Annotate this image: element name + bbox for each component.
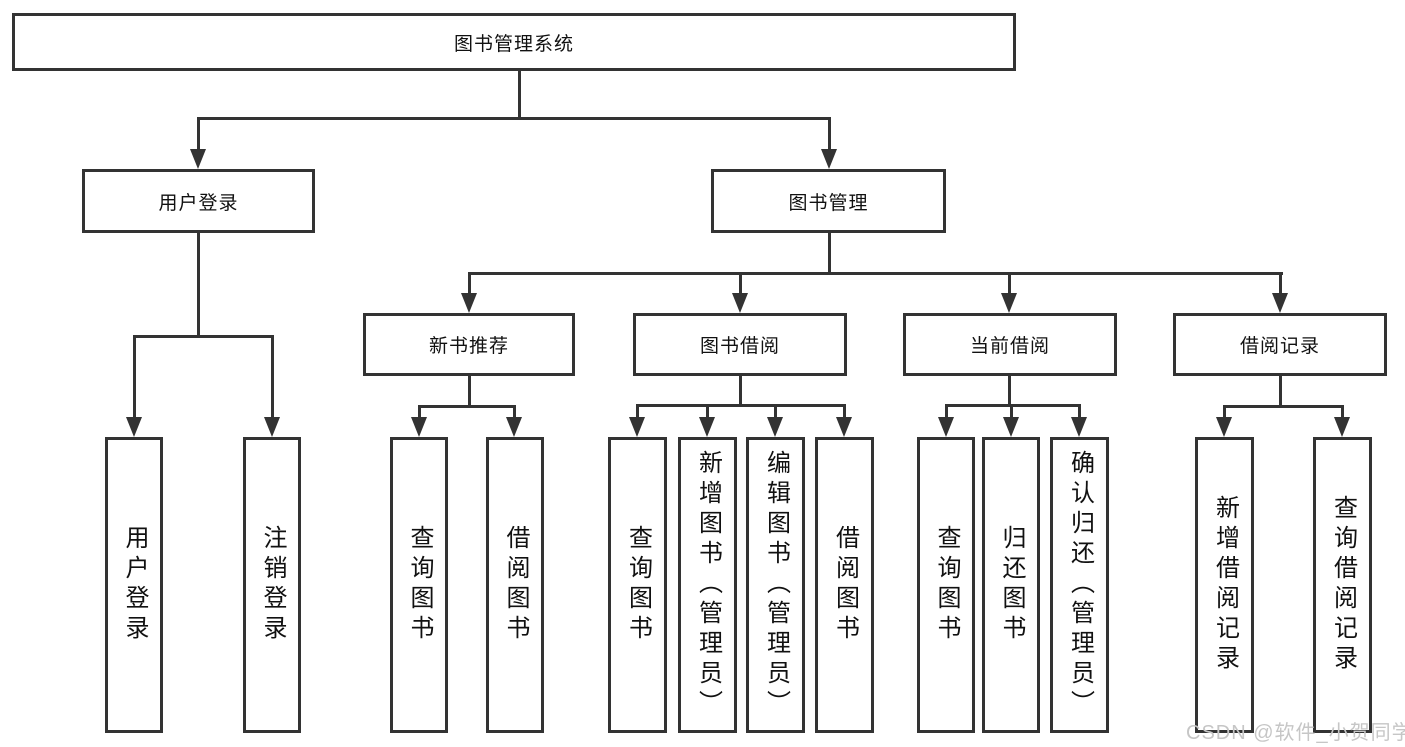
leaf-logout: 注销登录 bbox=[243, 437, 301, 733]
connector-line bbox=[271, 335, 274, 419]
connector-line bbox=[636, 404, 639, 419]
connector-line bbox=[197, 233, 200, 337]
node-borrowing-records: 借阅记录 bbox=[1173, 313, 1387, 376]
connector-line bbox=[739, 376, 742, 406]
connector-line bbox=[133, 335, 274, 338]
connector-line bbox=[828, 233, 831, 275]
leaf-add-borrow-record: 新增借阅记录 bbox=[1195, 437, 1254, 733]
arrow-down-icon bbox=[1071, 417, 1087, 437]
node-library-system: 图书管理系统 bbox=[12, 13, 1016, 71]
node-book-borrowing: 图书借阅 bbox=[633, 313, 847, 376]
arrow-down-icon bbox=[699, 417, 715, 437]
arrow-down-icon bbox=[629, 417, 645, 437]
connector-line bbox=[133, 335, 136, 419]
arrow-down-icon bbox=[1216, 417, 1232, 437]
arrow-down-icon bbox=[461, 293, 477, 313]
connector-line bbox=[468, 272, 471, 296]
connector-line bbox=[739, 272, 742, 296]
connector-line bbox=[774, 404, 777, 419]
connector-line bbox=[1279, 376, 1282, 407]
arrow-down-icon bbox=[1003, 417, 1019, 437]
leaf-query-books-current-label: 查询图书 bbox=[933, 525, 960, 645]
arrow-down-icon bbox=[126, 417, 142, 437]
arrow-down-icon bbox=[506, 417, 522, 437]
connector-line bbox=[636, 404, 845, 407]
connector-line bbox=[1078, 404, 1081, 419]
connector-line bbox=[468, 272, 1283, 275]
connector-line bbox=[1010, 404, 1013, 419]
leaf-borrow-books-recommend: 借阅图书 bbox=[486, 437, 544, 733]
connector-line bbox=[418, 405, 516, 408]
connector-line bbox=[1008, 272, 1011, 296]
leaf-edit-books-admin-label: 编辑图书（管理员） bbox=[762, 450, 790, 720]
arrow-down-icon bbox=[821, 149, 837, 169]
node-new-book-recommend-label: 新书推荐 bbox=[428, 336, 509, 357]
connector-line bbox=[1223, 405, 1343, 408]
leaf-borrow-books-borrowing: 借阅图书 bbox=[815, 437, 874, 733]
arrow-down-icon bbox=[938, 417, 954, 437]
leaf-borrow-books-borrowing-label: 借阅图书 bbox=[831, 525, 859, 645]
arrow-down-icon bbox=[767, 417, 783, 437]
leaf-add-books-admin-label: 新增图书（管理员） bbox=[694, 450, 722, 720]
node-user-login: 用户登录 bbox=[82, 169, 315, 233]
connector-line bbox=[843, 404, 846, 419]
arrow-down-icon bbox=[1272, 293, 1288, 313]
leaf-edit-books-admin: 编辑图书（管理员） bbox=[746, 437, 805, 733]
arrow-down-icon bbox=[836, 417, 852, 437]
connector-line bbox=[828, 117, 831, 151]
arrow-down-icon bbox=[1334, 417, 1350, 437]
leaf-borrow-books-recommend-label: 借阅图书 bbox=[502, 525, 529, 645]
connector-line bbox=[1279, 272, 1282, 296]
leaf-query-borrow-record: 查询借阅记录 bbox=[1313, 437, 1372, 733]
leaf-add-borrow-record-label: 新增借阅记录 bbox=[1211, 495, 1239, 675]
leaf-add-books-admin: 新增图书（管理员） bbox=[678, 437, 737, 733]
leaf-user-login-label: 用户登录 bbox=[121, 525, 148, 645]
node-new-book-recommend: 新书推荐 bbox=[363, 313, 575, 376]
connector-line bbox=[945, 404, 948, 419]
connector-line bbox=[513, 405, 516, 419]
arrow-down-icon bbox=[732, 293, 748, 313]
node-user-login-label: 用户登录 bbox=[158, 192, 239, 214]
leaf-return-books: 归还图书 bbox=[982, 437, 1040, 733]
node-book-borrowing-label: 图书借阅 bbox=[699, 336, 780, 357]
arrow-down-icon bbox=[1001, 293, 1017, 313]
connector-line bbox=[1008, 376, 1011, 406]
node-current-borrowing: 当前借阅 bbox=[903, 313, 1117, 376]
connector-line bbox=[1223, 405, 1226, 419]
connector-line bbox=[1341, 405, 1344, 419]
node-book-management-label: 图书管理 bbox=[788, 192, 869, 214]
node-current-borrowing-label: 当前借阅 bbox=[969, 336, 1050, 357]
arrow-down-icon bbox=[264, 417, 280, 437]
csdn-watermark: CSDN @软件_小贺同学 bbox=[1186, 722, 1405, 744]
leaf-query-borrow-record-label: 查询借阅记录 bbox=[1329, 495, 1357, 675]
node-borrowing-records-label: 借阅记录 bbox=[1239, 336, 1320, 357]
leaf-query-books-borrowing: 查询图书 bbox=[608, 437, 667, 733]
connector-line bbox=[518, 69, 521, 119]
connector-line bbox=[418, 405, 421, 419]
leaf-query-books-borrowing-label: 查询图书 bbox=[624, 525, 652, 645]
leaf-return-books-label: 归还图书 bbox=[998, 525, 1025, 645]
leaf-query-books-recommend: 查询图书 bbox=[390, 437, 448, 733]
leaf-user-login: 用户登录 bbox=[105, 437, 163, 733]
leaf-query-books-current: 查询图书 bbox=[917, 437, 975, 733]
leaf-confirm-return-admin-label: 确认归还（管理员） bbox=[1066, 450, 1094, 720]
leaf-confirm-return-admin: 确认归还（管理员） bbox=[1050, 437, 1109, 733]
leaf-logout-label: 注销登录 bbox=[259, 525, 286, 645]
node-library-system-label: 图书管理系统 bbox=[453, 33, 574, 55]
arrow-down-icon bbox=[190, 149, 206, 169]
leaf-query-books-recommend-label: 查询图书 bbox=[406, 525, 433, 645]
connector-line bbox=[706, 404, 709, 419]
connector-line bbox=[197, 117, 831, 120]
connector-line bbox=[197, 117, 200, 151]
node-book-management: 图书管理 bbox=[711, 169, 946, 233]
connector-line bbox=[468, 376, 471, 407]
arrow-down-icon bbox=[411, 417, 427, 437]
